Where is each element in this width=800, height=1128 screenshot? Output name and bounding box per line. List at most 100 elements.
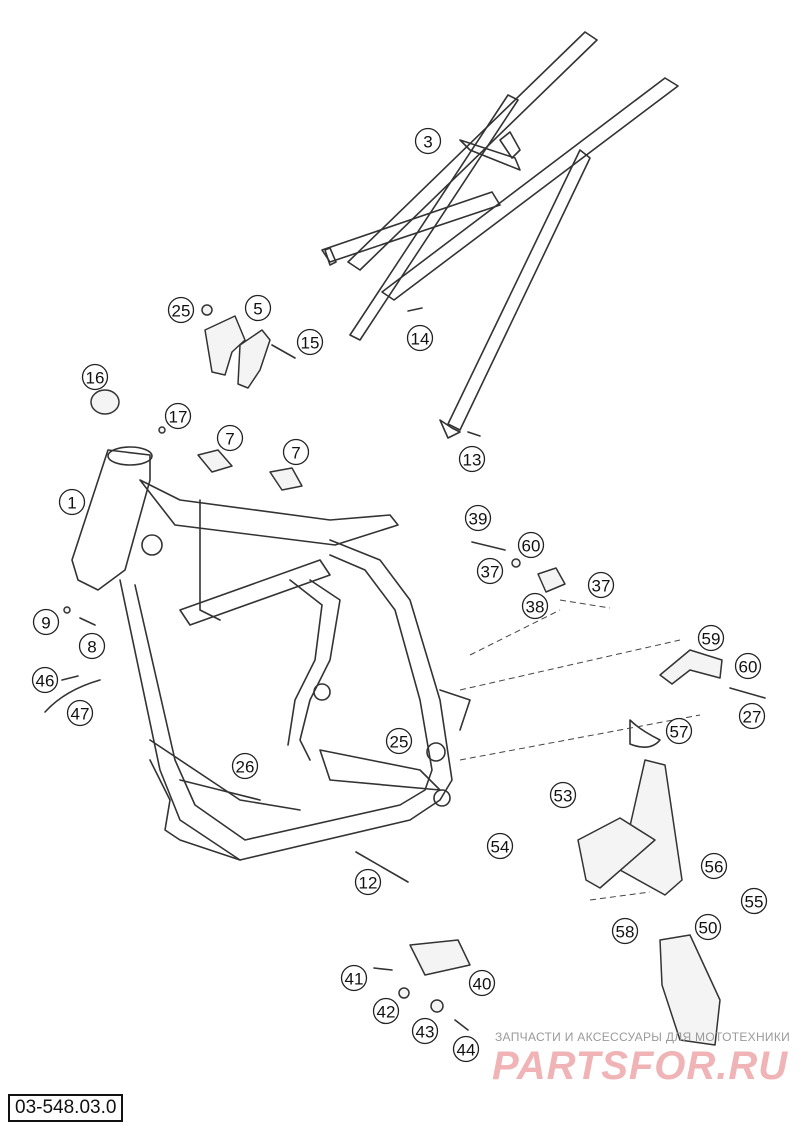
callout-circle: [697, 624, 725, 652]
callout-number: 3: [423, 133, 432, 152]
callout-circle: [734, 652, 762, 680]
callout-number: 7: [291, 444, 300, 463]
callout-number: 12: [359, 874, 378, 893]
callout-60: 60: [517, 531, 545, 559]
callout-layer: 1357789121314151617252526273737383940414…: [31, 127, 768, 1063]
callout-circle: [296, 328, 324, 356]
callout-8: 8: [78, 632, 106, 660]
callout-number: 26: [236, 758, 255, 777]
callout-number: 57: [670, 723, 689, 742]
callout-circle: [517, 531, 545, 559]
callout-55: 55: [740, 887, 768, 915]
callout-number: 38: [526, 598, 545, 617]
callout-59: 59: [697, 624, 725, 652]
callout-number: 60: [522, 537, 541, 556]
callout-circle: [282, 438, 310, 466]
callout-25: 25: [385, 727, 413, 755]
callout-number: 25: [172, 302, 191, 321]
callout-circle: [81, 363, 109, 391]
callout-37: 37: [587, 571, 615, 599]
callout-number: 9: [41, 614, 50, 633]
callout-number: 60: [739, 658, 758, 677]
callout-number: 13: [463, 451, 482, 470]
callout-number: 47: [71, 705, 90, 724]
callout-58: 58: [611, 917, 639, 945]
callout-3: 3: [414, 127, 442, 155]
callout-circle: [58, 488, 86, 516]
right-parts: [373, 541, 766, 1046]
callout-number: 8: [87, 638, 96, 657]
callout-53: 53: [549, 781, 577, 809]
callout-circle: [167, 296, 195, 324]
callout-circle: [164, 402, 192, 430]
callout-circle: [486, 832, 514, 860]
callout-50: 50: [694, 913, 722, 941]
watermark-brand: PARTSFOR.RU: [492, 1044, 789, 1088]
callout-27: 27: [738, 702, 766, 730]
callout-circle: [411, 1017, 439, 1045]
callout-circle: [700, 852, 728, 880]
callout-number: 40: [473, 975, 492, 994]
callout-number: 39: [469, 510, 488, 529]
callout-circle: [464, 504, 492, 532]
callout-circle: [738, 702, 766, 730]
callout-circle: [549, 781, 577, 809]
rear-subframe: [321, 31, 679, 439]
callout-circle: [216, 424, 244, 452]
callout-circle: [31, 666, 59, 694]
callout-circle: [406, 324, 434, 352]
callout-circle: [32, 608, 60, 636]
callout-number: 37: [592, 577, 611, 596]
callout-17: 17: [164, 402, 192, 430]
callout-circle: [468, 969, 496, 997]
callout-circle: [694, 913, 722, 941]
callout-circle: [587, 571, 615, 599]
callout-number: 16: [86, 369, 105, 388]
callout-number: 59: [702, 630, 721, 649]
callout-circle: [521, 592, 549, 620]
callout-circle: [354, 868, 382, 896]
callout-number: 53: [554, 787, 573, 806]
callout-14: 14: [406, 324, 434, 352]
part-code-label: 03-548.03.0: [8, 1094, 124, 1122]
callout-number: 27: [743, 708, 762, 727]
callout-number: 37: [481, 563, 500, 582]
callout-15: 15: [296, 328, 324, 356]
callout-44: 44: [452, 1035, 480, 1063]
callout-37: 37: [476, 557, 504, 585]
callout-number: 54: [491, 838, 510, 857]
small-parts: [44, 304, 481, 883]
callout-circle: [372, 997, 400, 1025]
callout-number: 50: [699, 919, 718, 938]
callout-25: 25: [167, 296, 195, 324]
callout-42: 42: [372, 997, 400, 1025]
callout-number: 42: [377, 1003, 396, 1022]
callout-circle: [458, 445, 486, 473]
callout-number: 58: [616, 923, 635, 942]
callout-circle: [665, 717, 693, 745]
callout-12: 12: [354, 868, 382, 896]
callout-circle: [452, 1035, 480, 1063]
callout-number: 25: [390, 733, 409, 752]
callout-40: 40: [468, 969, 496, 997]
callout-number: 5: [253, 300, 262, 319]
callout-circle: [340, 964, 368, 992]
callout-circle: [476, 557, 504, 585]
callout-60: 60: [734, 652, 762, 680]
callout-circle: [740, 887, 768, 915]
callout-number: 41: [345, 970, 364, 989]
callout-number: 56: [705, 858, 724, 877]
callout-57: 57: [665, 717, 693, 745]
callout-circle: [385, 727, 413, 755]
callout-circle: [78, 632, 106, 660]
main-frame: [71, 446, 471, 861]
callout-43: 43: [411, 1017, 439, 1045]
callout-number: 17: [169, 408, 188, 427]
callout-54: 54: [486, 832, 514, 860]
callout-38: 38: [521, 592, 549, 620]
callout-number: 46: [36, 672, 55, 691]
callout-number: 7: [225, 430, 234, 449]
callout-number: 1: [67, 494, 76, 513]
callout-7: 7: [216, 424, 244, 452]
